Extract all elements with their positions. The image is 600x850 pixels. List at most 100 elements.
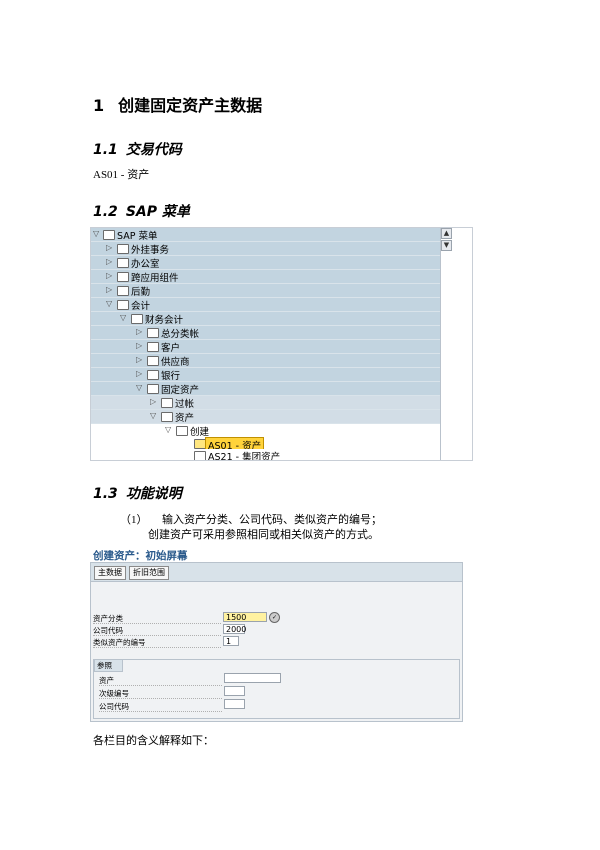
collapse-triangle-icon[interactable]: ▷	[136, 369, 143, 378]
ref-label-subnumber: 次级编号	[99, 689, 129, 698]
company-code-input[interactable]: 2000	[223, 624, 246, 634]
reference-tab: 参照	[94, 659, 123, 672]
section-title: SAP 菜单	[125, 204, 190, 220]
ref-company-code-input[interactable]	[224, 699, 245, 709]
tree-label: 会计	[131, 301, 151, 312]
tree-scrollbar[interactable]: ▲ ▼	[440, 228, 452, 460]
tree-item[interactable]: ▽ 创建	[91, 424, 440, 438]
ref-label-company-code: 公司代码	[99, 702, 129, 711]
tree-item[interactable]: ▽ 固定资产	[91, 382, 440, 396]
folder-icon	[147, 328, 159, 338]
section-number: 1.2	[93, 204, 118, 220]
folder-icon	[147, 342, 159, 352]
collapse-triangle-icon[interactable]: ▷	[106, 285, 113, 294]
collapse-triangle-icon[interactable]: ▷	[136, 355, 143, 364]
expand-triangle-icon[interactable]: ▽	[150, 411, 157, 420]
tree-label: 创建	[190, 427, 210, 438]
folder-open-icon	[176, 426, 188, 436]
application-toolbar: 主数据 折旧范围	[91, 563, 462, 582]
field-label-company-code: 公司代码	[93, 626, 123, 635]
tree-item[interactable]: ▷ 跨应用组件	[91, 270, 440, 284]
tree-item[interactable]: ▷ 办公室	[91, 256, 440, 270]
collapse-triangle-icon[interactable]: ▷	[150, 397, 157, 406]
search-help-icon[interactable]: ✓	[269, 612, 280, 623]
tree-item[interactable]: AS21 - 集团资产	[91, 449, 440, 461]
ref-subnumber-input[interactable]	[224, 686, 245, 696]
tree-label: 过帐	[175, 399, 195, 410]
folder-icon	[117, 286, 129, 296]
tree-label: 客户	[161, 343, 181, 354]
section-heading-1: 1 创建固定资产主数据	[93, 92, 262, 116]
tree-item[interactable]: ▷ 过帐	[91, 396, 440, 410]
folder-icon	[117, 258, 129, 268]
folder-icon	[117, 244, 129, 254]
folder-open-icon	[103, 230, 115, 240]
tree-label: 办公室	[131, 259, 160, 270]
tree-item[interactable]: ▷ 客户	[91, 340, 440, 354]
collapse-triangle-icon[interactable]: ▷	[106, 271, 113, 280]
folder-open-icon	[147, 384, 159, 394]
expand-triangle-icon[interactable]: ▽	[93, 229, 100, 238]
section-title: 创建固定资产主数据	[118, 96, 263, 115]
tree-root[interactable]: ▽ SAP 菜单	[91, 228, 440, 242]
similar-assets-input[interactable]: 1	[223, 636, 239, 646]
tree-label: SAP 菜单	[117, 231, 158, 242]
tree-label: 财务会计	[145, 315, 184, 326]
tree-item[interactable]: ▷ 总分类帐	[91, 326, 440, 340]
scroll-up-icon[interactable]: ▲	[441, 228, 452, 239]
transaction-cube-icon	[194, 451, 206, 460]
tree-label: 供应商	[161, 357, 190, 368]
master-data-button[interactable]: 主数据	[94, 566, 126, 580]
reference-group: 参照 资产 次级编号 公司代码	[93, 659, 460, 719]
section-number: 1	[93, 96, 105, 115]
tree-item[interactable]: ▽ 财务会计	[91, 312, 440, 326]
tree-item[interactable]: ▽ 会计	[91, 298, 440, 312]
ref-asset-input[interactable]	[224, 673, 281, 683]
function-line-2: 创建资产可采用参照相同或相关似资产的方式。	[148, 529, 379, 541]
tree-item[interactable]: ▷ 后勤	[91, 284, 440, 298]
tree-label: 固定资产	[161, 385, 200, 396]
tree-item[interactable]: ▽ 资产	[91, 410, 440, 424]
section-number: 1.1	[93, 142, 118, 158]
folder-open-icon	[161, 412, 173, 422]
transaction-code-text: AS01 - 资产	[93, 169, 150, 181]
field-underline	[99, 698, 222, 699]
expand-triangle-icon[interactable]: ▽	[106, 299, 113, 308]
expand-triangle-icon[interactable]: ▽	[136, 383, 143, 392]
tree-label: 总分类帐	[161, 329, 200, 340]
depreciation-areas-button[interactable]: 折旧范围	[129, 566, 169, 580]
collapse-triangle-icon[interactable]: ▷	[136, 327, 143, 336]
tree-item[interactable]: ▷ 银行	[91, 368, 440, 382]
collapse-triangle-icon[interactable]: ▷	[136, 341, 143, 350]
expand-triangle-icon[interactable]: ▽	[120, 313, 127, 322]
scroll-down-icon[interactable]: ▼	[441, 240, 452, 251]
collapse-triangle-icon[interactable]: ▷	[106, 257, 113, 266]
folder-icon	[147, 370, 159, 380]
collapse-triangle-icon[interactable]: ▷	[106, 243, 113, 252]
footer-text: 各栏目的含义解释如下：	[93, 735, 214, 747]
tree-item[interactable]: ▷ 外挂事务	[91, 242, 440, 256]
field-underline	[99, 711, 222, 712]
section-title: 功能说明	[125, 486, 182, 502]
folder-icon	[161, 398, 173, 408]
sap-menu-tree: ▽ SAP 菜单 ▷ 外挂事务 ▷ 办公室 ▷ 跨应用组件 ▷ 后勤 ▽ 会计 …	[90, 227, 473, 461]
field-underline	[93, 635, 221, 636]
tree-side-panel	[452, 228, 472, 460]
tree-item[interactable]: ▷ 供应商	[91, 354, 440, 368]
expand-triangle-icon[interactable]: ▽	[165, 425, 172, 434]
folder-icon	[147, 356, 159, 366]
initial-screen: 主数据 折旧范围 资产分类 1500 ✓ 公司代码 2000 类似资产的编号 1…	[90, 562, 463, 722]
field-underline	[93, 647, 221, 648]
asset-class-input[interactable]: 1500	[223, 612, 267, 622]
folder-icon	[117, 272, 129, 282]
field-underline	[99, 685, 222, 686]
tree-label: AS21 - 集团资产	[208, 452, 281, 461]
section-heading-1-3: 1.3 功能说明	[93, 483, 182, 503]
section-number: 1.3	[93, 486, 118, 502]
folder-open-icon	[131, 314, 143, 324]
tree-label: 跨应用组件	[131, 273, 179, 284]
tree-label: 后勤	[131, 287, 151, 298]
section-heading-1-2: 1.2 SAP 菜单	[93, 201, 190, 221]
function-index: （1）	[120, 514, 148, 526]
